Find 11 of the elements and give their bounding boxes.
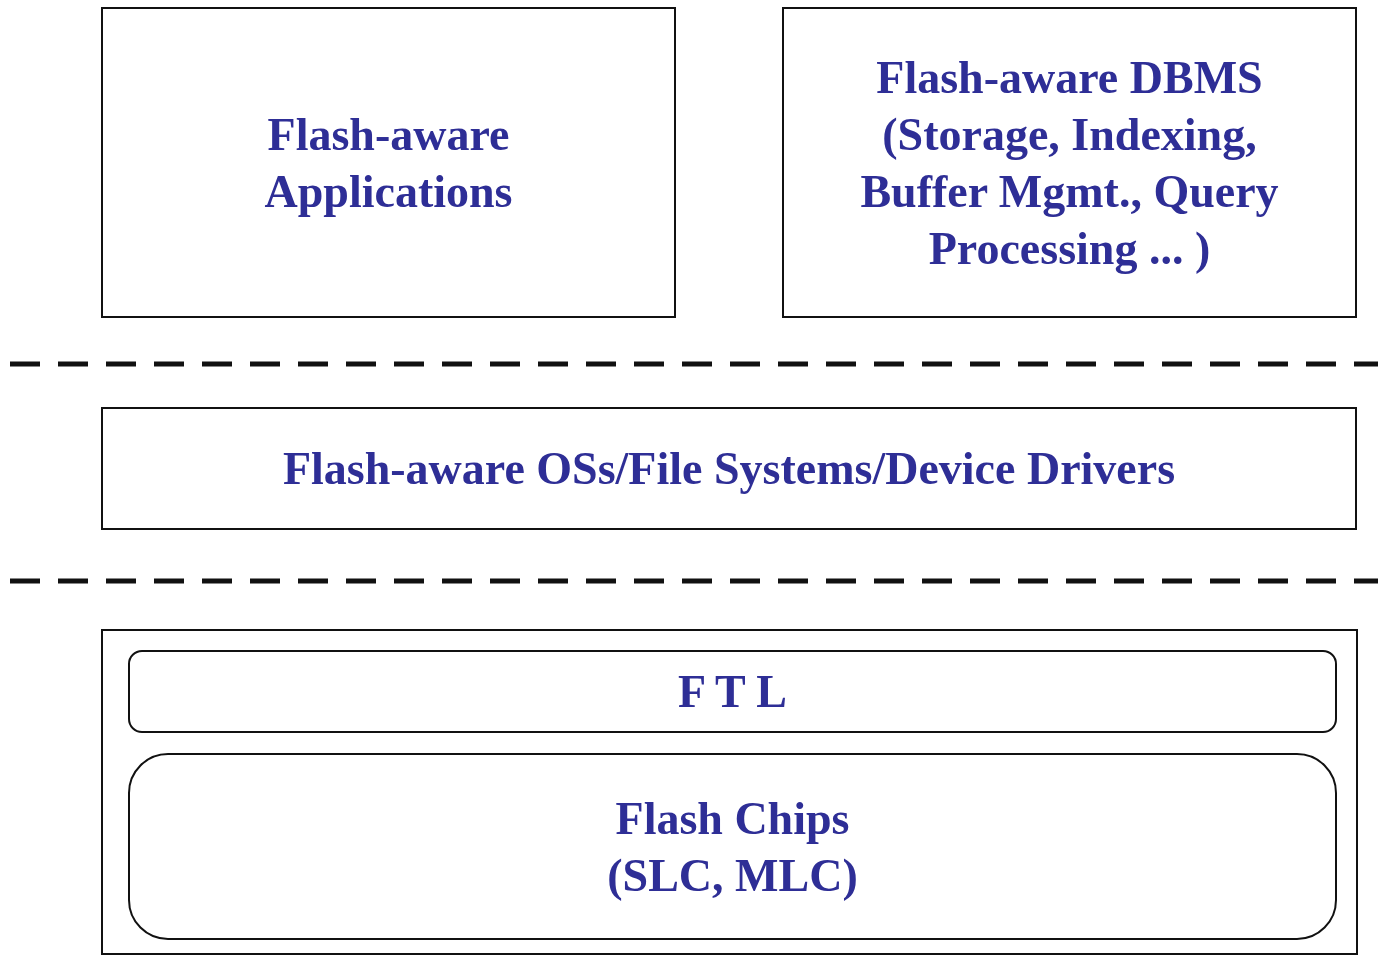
- layer-box: [128, 753, 1337, 940]
- device-box: [101, 629, 1358, 955]
- layer-label: Flash Chips (SLC, MLC): [606, 791, 859, 903]
- layer-box: [101, 7, 676, 318]
- layer-label: Flash-aware Applications: [263, 107, 514, 219]
- layer-box: [128, 650, 1337, 733]
- layer-label: F T L: [677, 665, 788, 719]
- layer-box: [101, 407, 1357, 530]
- layer-box: [782, 7, 1357, 318]
- layer-label: Flash-aware DBMS (Storage, Indexing, Buffer Mgmt., Query Processing ... ): [859, 50, 1280, 276]
- layer-label: Flash-aware OSs/File Systems/Device Drivers: [282, 442, 1176, 496]
